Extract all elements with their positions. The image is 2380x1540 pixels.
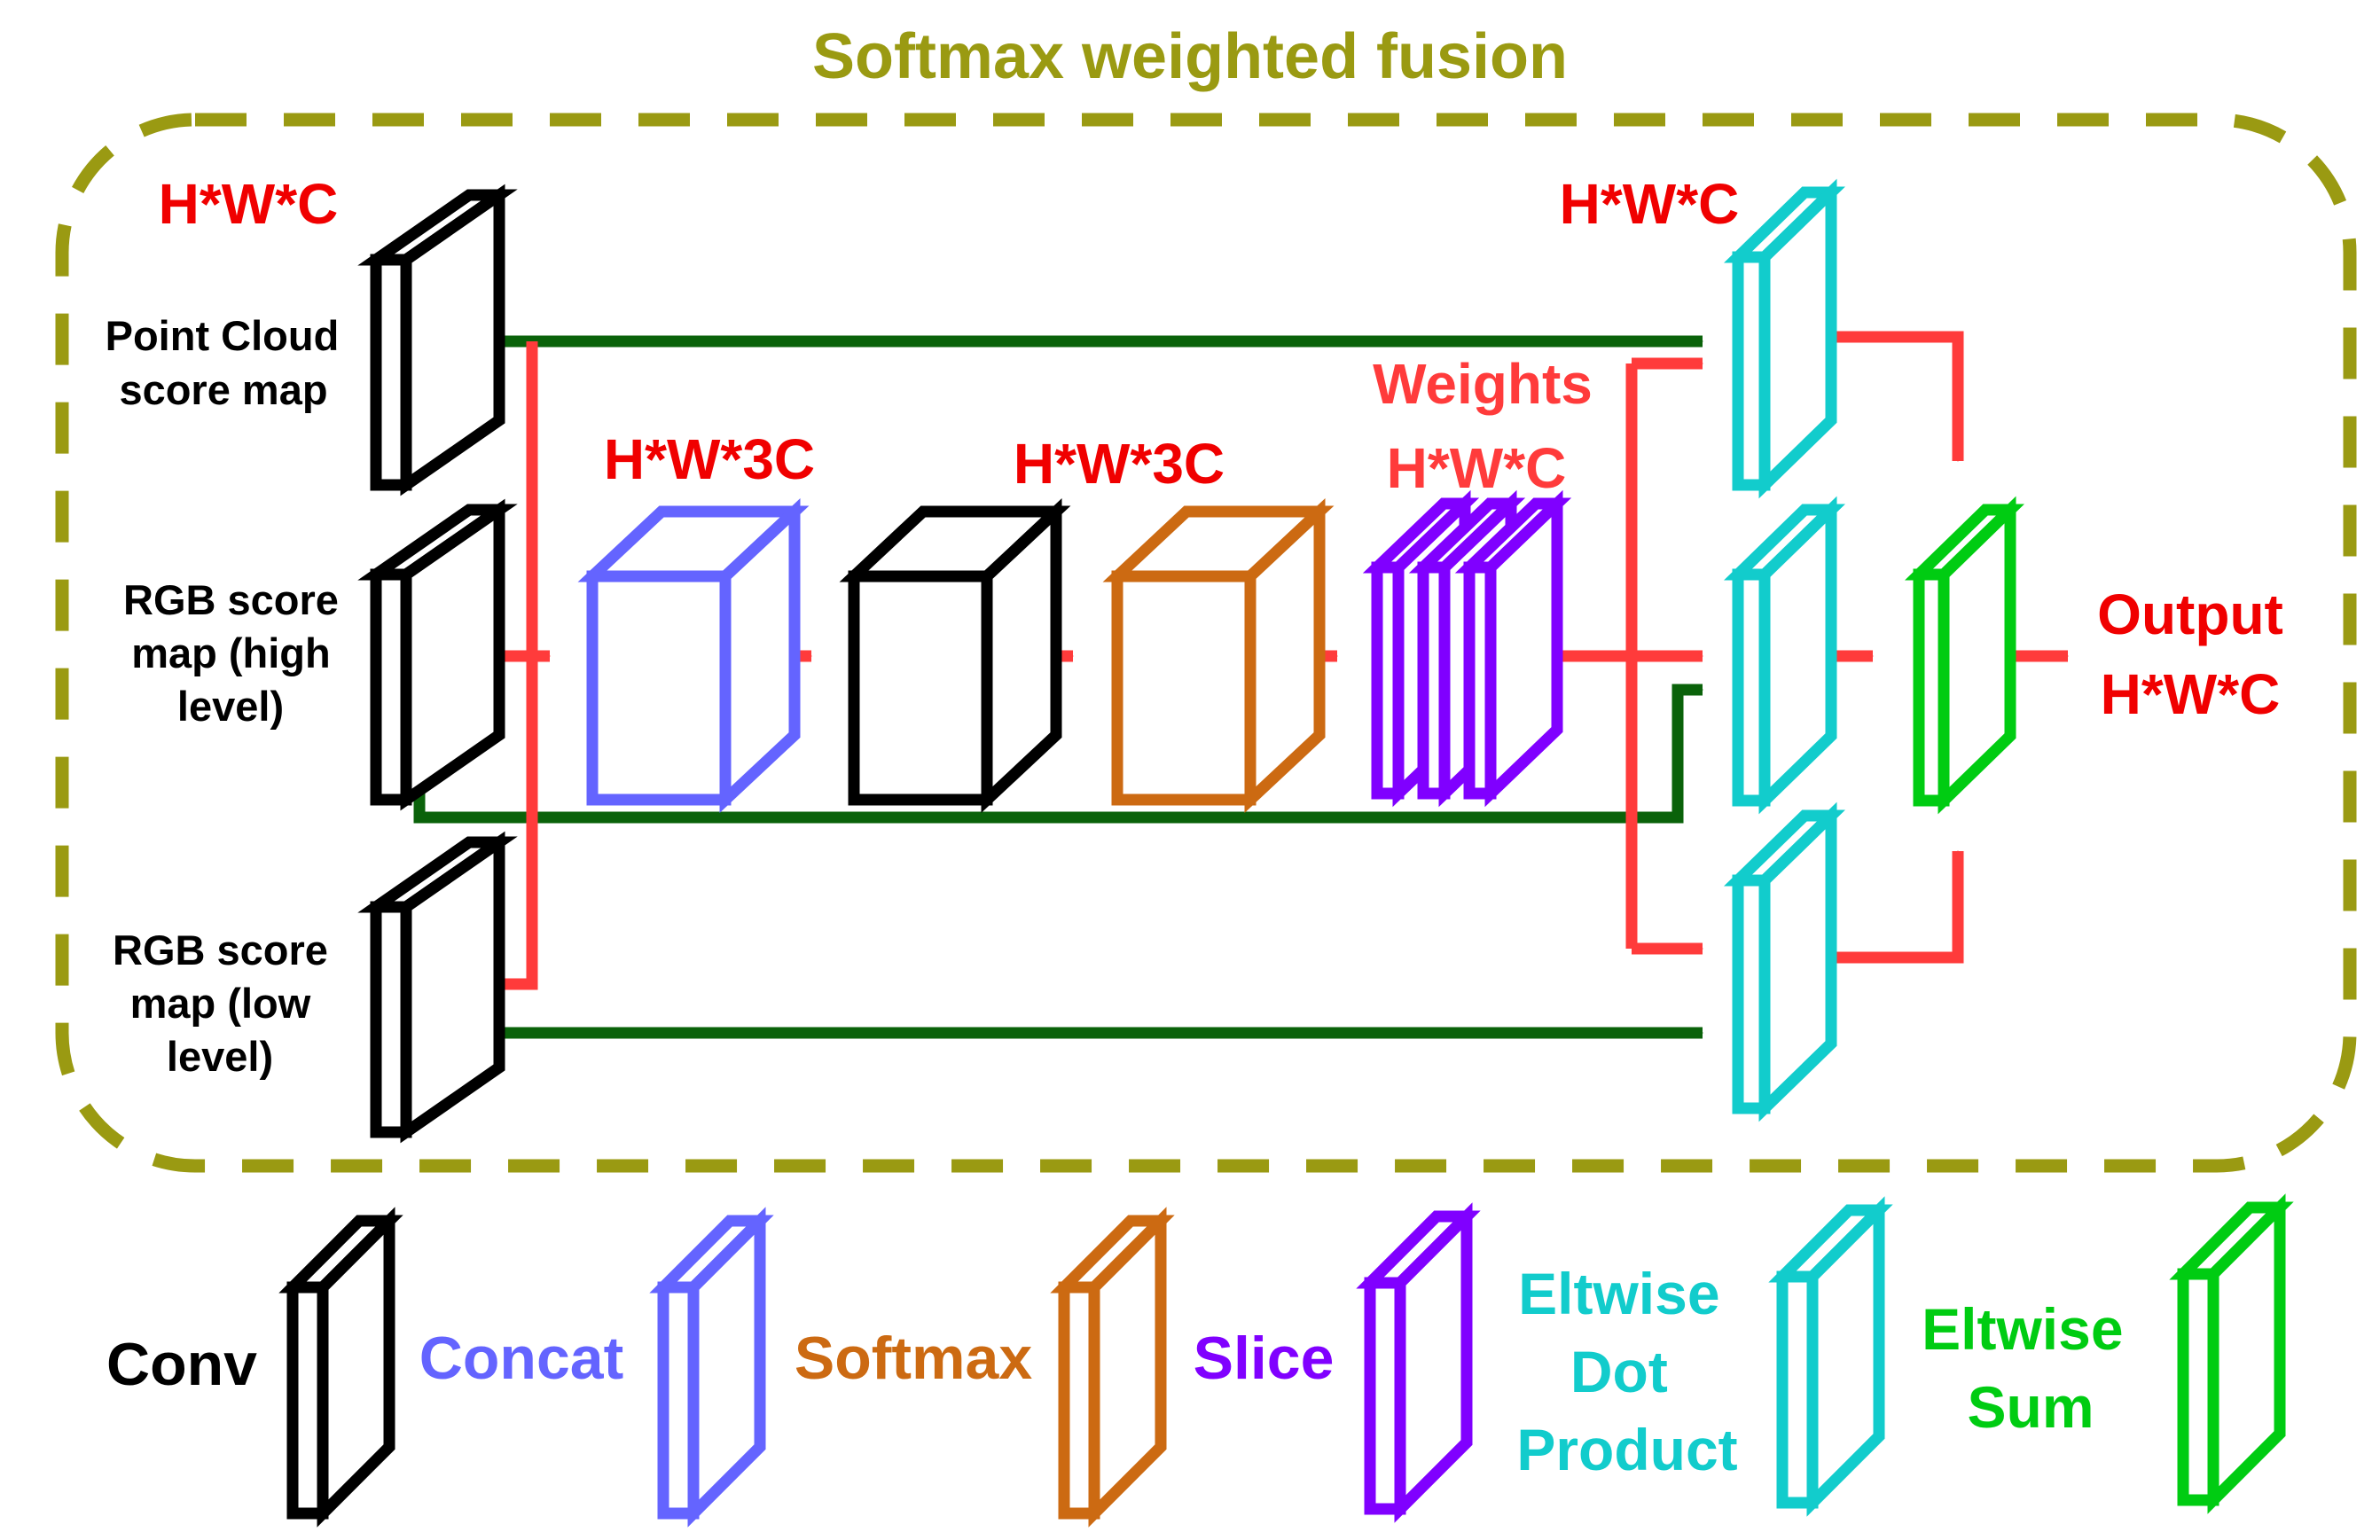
legend-slice-label: Slice xyxy=(1194,1325,1335,1392)
output-label: Output xyxy=(2097,582,2283,646)
legend-conv-label: Conv xyxy=(106,1331,257,1398)
legend-sum-label: Eltwise Sum xyxy=(1922,1296,2140,1440)
dot-block-2 xyxy=(1724,496,1845,815)
legend-slice-icon xyxy=(1356,1202,1481,1523)
softmax-dims-label: H*W*3C xyxy=(1014,432,1225,496)
legend-dot-line1: Eltwise xyxy=(1518,1261,1719,1326)
softmax-block xyxy=(1102,498,1335,813)
weights-dims-label: H*W*C xyxy=(1387,436,1567,500)
rgb-low-conv-block xyxy=(357,831,518,1144)
legend-softmax-label: Softmax xyxy=(795,1325,1032,1392)
pc-label-line1: Point Cloud xyxy=(106,312,340,359)
rgb-low-label-line1: RGB score xyxy=(113,926,328,973)
rgb-low-label-line2: map (low xyxy=(130,980,311,1027)
dot3-to-sum-arrow xyxy=(1836,850,1964,964)
concat-block xyxy=(577,498,810,813)
dot-block-3 xyxy=(1724,801,1845,1122)
rgb-low-label-line3: level) xyxy=(167,1033,273,1080)
output-dims-label: H*W*C xyxy=(2101,662,2281,726)
conv-block xyxy=(839,498,1071,813)
pc-dims-label: H*W*C xyxy=(159,172,339,236)
concat-dims-label: H*W*3C xyxy=(604,427,815,491)
weights-label: Weights xyxy=(1373,352,1593,416)
rgb-high-label-line2: map (high xyxy=(131,629,331,676)
pc-label-line2: score map xyxy=(119,366,327,413)
dot-dims-label: H*W*C xyxy=(1560,172,1740,236)
legend-softmax-icon xyxy=(1050,1207,1175,1528)
blocks xyxy=(278,178,2294,1528)
legend-sum-icon xyxy=(2169,1193,2294,1514)
legend-slice-line1: Slice xyxy=(1194,1325,1335,1392)
pc-label: Point Cloud score map xyxy=(106,312,351,413)
legend-conv-line1: Conv xyxy=(106,1331,257,1398)
legend-sum-line2: Sum xyxy=(1967,1374,2094,1440)
legend-dot-icon xyxy=(1768,1196,1893,1517)
fusion-frame xyxy=(55,113,2357,1173)
legend-dot-label: Eltwise Dot Product xyxy=(1516,1261,1737,1482)
legend-dot-line2: Dot xyxy=(1570,1339,1668,1404)
legend-conv-icon xyxy=(278,1207,403,1528)
rgb-low-label: RGB score map (low level) xyxy=(113,926,340,1080)
slice-block-3 xyxy=(1454,489,1572,808)
sum-block xyxy=(1905,496,2024,815)
legend-concat-label: Concat xyxy=(419,1325,623,1392)
legend-dot-line3: Product xyxy=(1516,1417,1737,1482)
diagram-title: Softmax weighted fusion xyxy=(812,21,1568,92)
rgb-high-label: RGB score map (high level) xyxy=(123,576,350,730)
legend-concat-line1: Concat xyxy=(419,1325,623,1392)
legend-softmax-line1: Softmax xyxy=(795,1325,1032,1392)
dot-block-1 xyxy=(1724,178,1845,499)
legend-sum-line1: Eltwise xyxy=(1922,1296,2123,1362)
dot1-to-sum-arrow xyxy=(1836,331,1964,462)
rgb-high-label-line1: RGB score xyxy=(123,576,339,623)
rgb-high-skip-arrow xyxy=(413,684,1703,824)
legend-concat-icon xyxy=(649,1207,774,1528)
skip-connections xyxy=(413,335,1703,1039)
pc-conv-block xyxy=(357,184,518,496)
rgb-high-conv-block xyxy=(357,498,518,811)
rgb-high-label-line3: level) xyxy=(177,683,284,730)
